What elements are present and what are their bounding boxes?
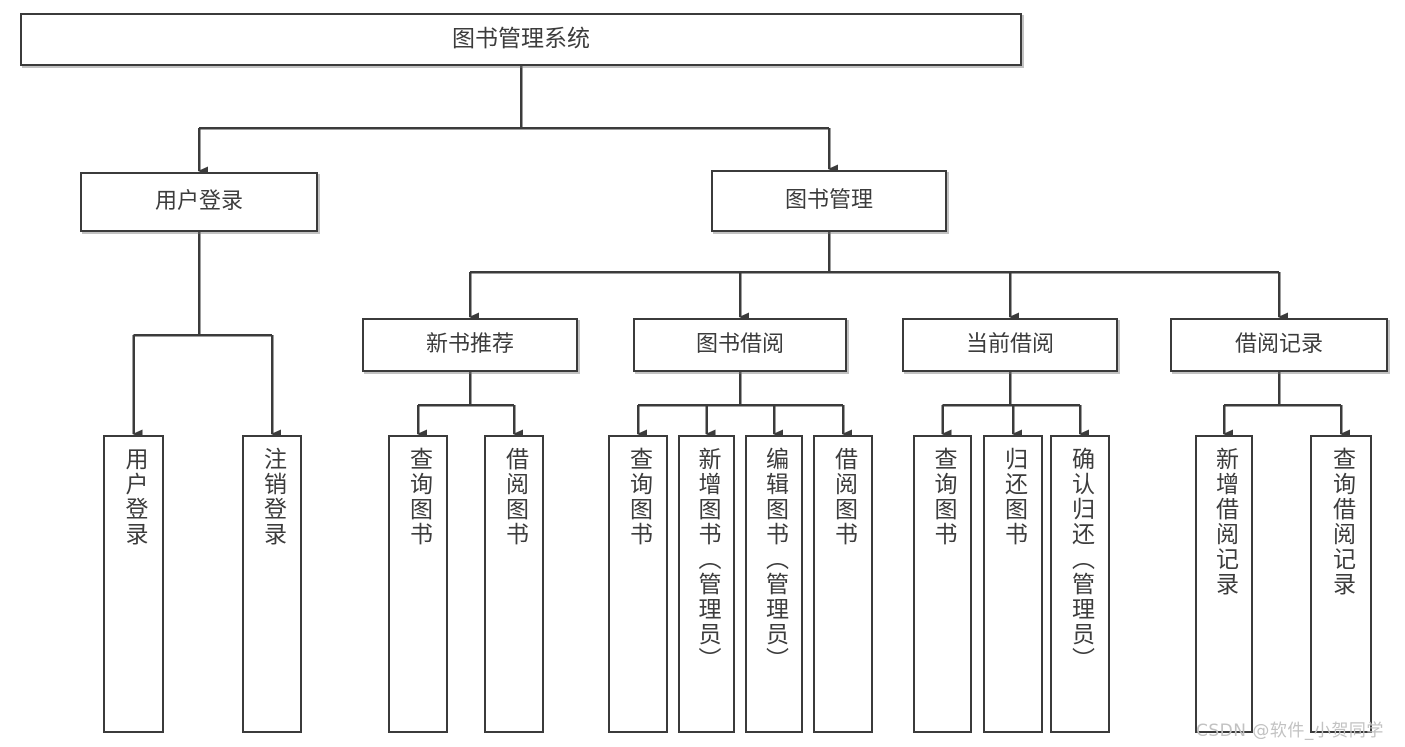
- node-l_bo_lend: 借阅图书: [813, 435, 873, 733]
- node-label: 图书管理系统: [452, 25, 590, 52]
- node-l_re_add: 新增借阅记录: [1195, 435, 1253, 733]
- node-label: 新增图书（管理员）: [694, 447, 720, 672]
- node-current: 当前借阅: [902, 318, 1118, 372]
- node-label: 借阅图书: [830, 447, 857, 547]
- node-l_cu_conf: 确认归还（管理员）: [1050, 435, 1110, 733]
- node-label: 用户登录: [121, 447, 147, 547]
- node-label: 查询图书: [930, 447, 956, 547]
- node-l_nb_borrow: 借阅图书: [484, 435, 544, 733]
- node-label: 图书管理: [784, 188, 873, 214]
- node-l_nb_query: 查询图书: [388, 435, 448, 733]
- node-label: 借阅记录: [1234, 332, 1323, 358]
- node-label: 归还图书: [1000, 447, 1027, 547]
- node-label: 用户登录: [154, 189, 243, 215]
- node-label: 确认归还（管理员）: [1067, 447, 1094, 672]
- node-label: 查询图书: [625, 447, 652, 547]
- node-l_login: 用户登录: [103, 435, 164, 733]
- node-label: 注销登录: [259, 447, 286, 547]
- node-records: 借阅记录: [1170, 318, 1388, 372]
- node-label: 图书借阅: [695, 332, 784, 358]
- node-label: 新增借阅记录: [1211, 447, 1238, 597]
- node-l_bo_query: 查询图书: [608, 435, 668, 733]
- node-login: 用户登录: [80, 172, 318, 232]
- node-label: 查询图书: [405, 447, 432, 547]
- node-l_logout: 注销登录: [242, 435, 302, 733]
- node-label: 借阅图书: [501, 447, 528, 547]
- node-l_cu_return: 归还图书: [983, 435, 1043, 733]
- node-label: 编辑图书（管理员）: [761, 447, 788, 672]
- node-root: 图书管理系统: [20, 13, 1022, 66]
- node-bookmgmt: 图书管理: [711, 170, 947, 232]
- node-borrow: 图书借阅: [633, 318, 847, 372]
- node-label: 当前借阅: [965, 332, 1054, 358]
- node-newbook: 新书推荐: [362, 318, 578, 372]
- node-l_cu_query: 查询图书: [913, 435, 972, 733]
- node-l_bo_edit: 编辑图书（管理员）: [745, 435, 803, 733]
- node-label: 新书推荐: [425, 332, 514, 358]
- node-l_bo_add: 新增图书（管理员）: [678, 435, 735, 733]
- node-l_re_query: 查询借阅记录: [1310, 435, 1372, 733]
- node-label: 查询借阅记录: [1328, 447, 1355, 597]
